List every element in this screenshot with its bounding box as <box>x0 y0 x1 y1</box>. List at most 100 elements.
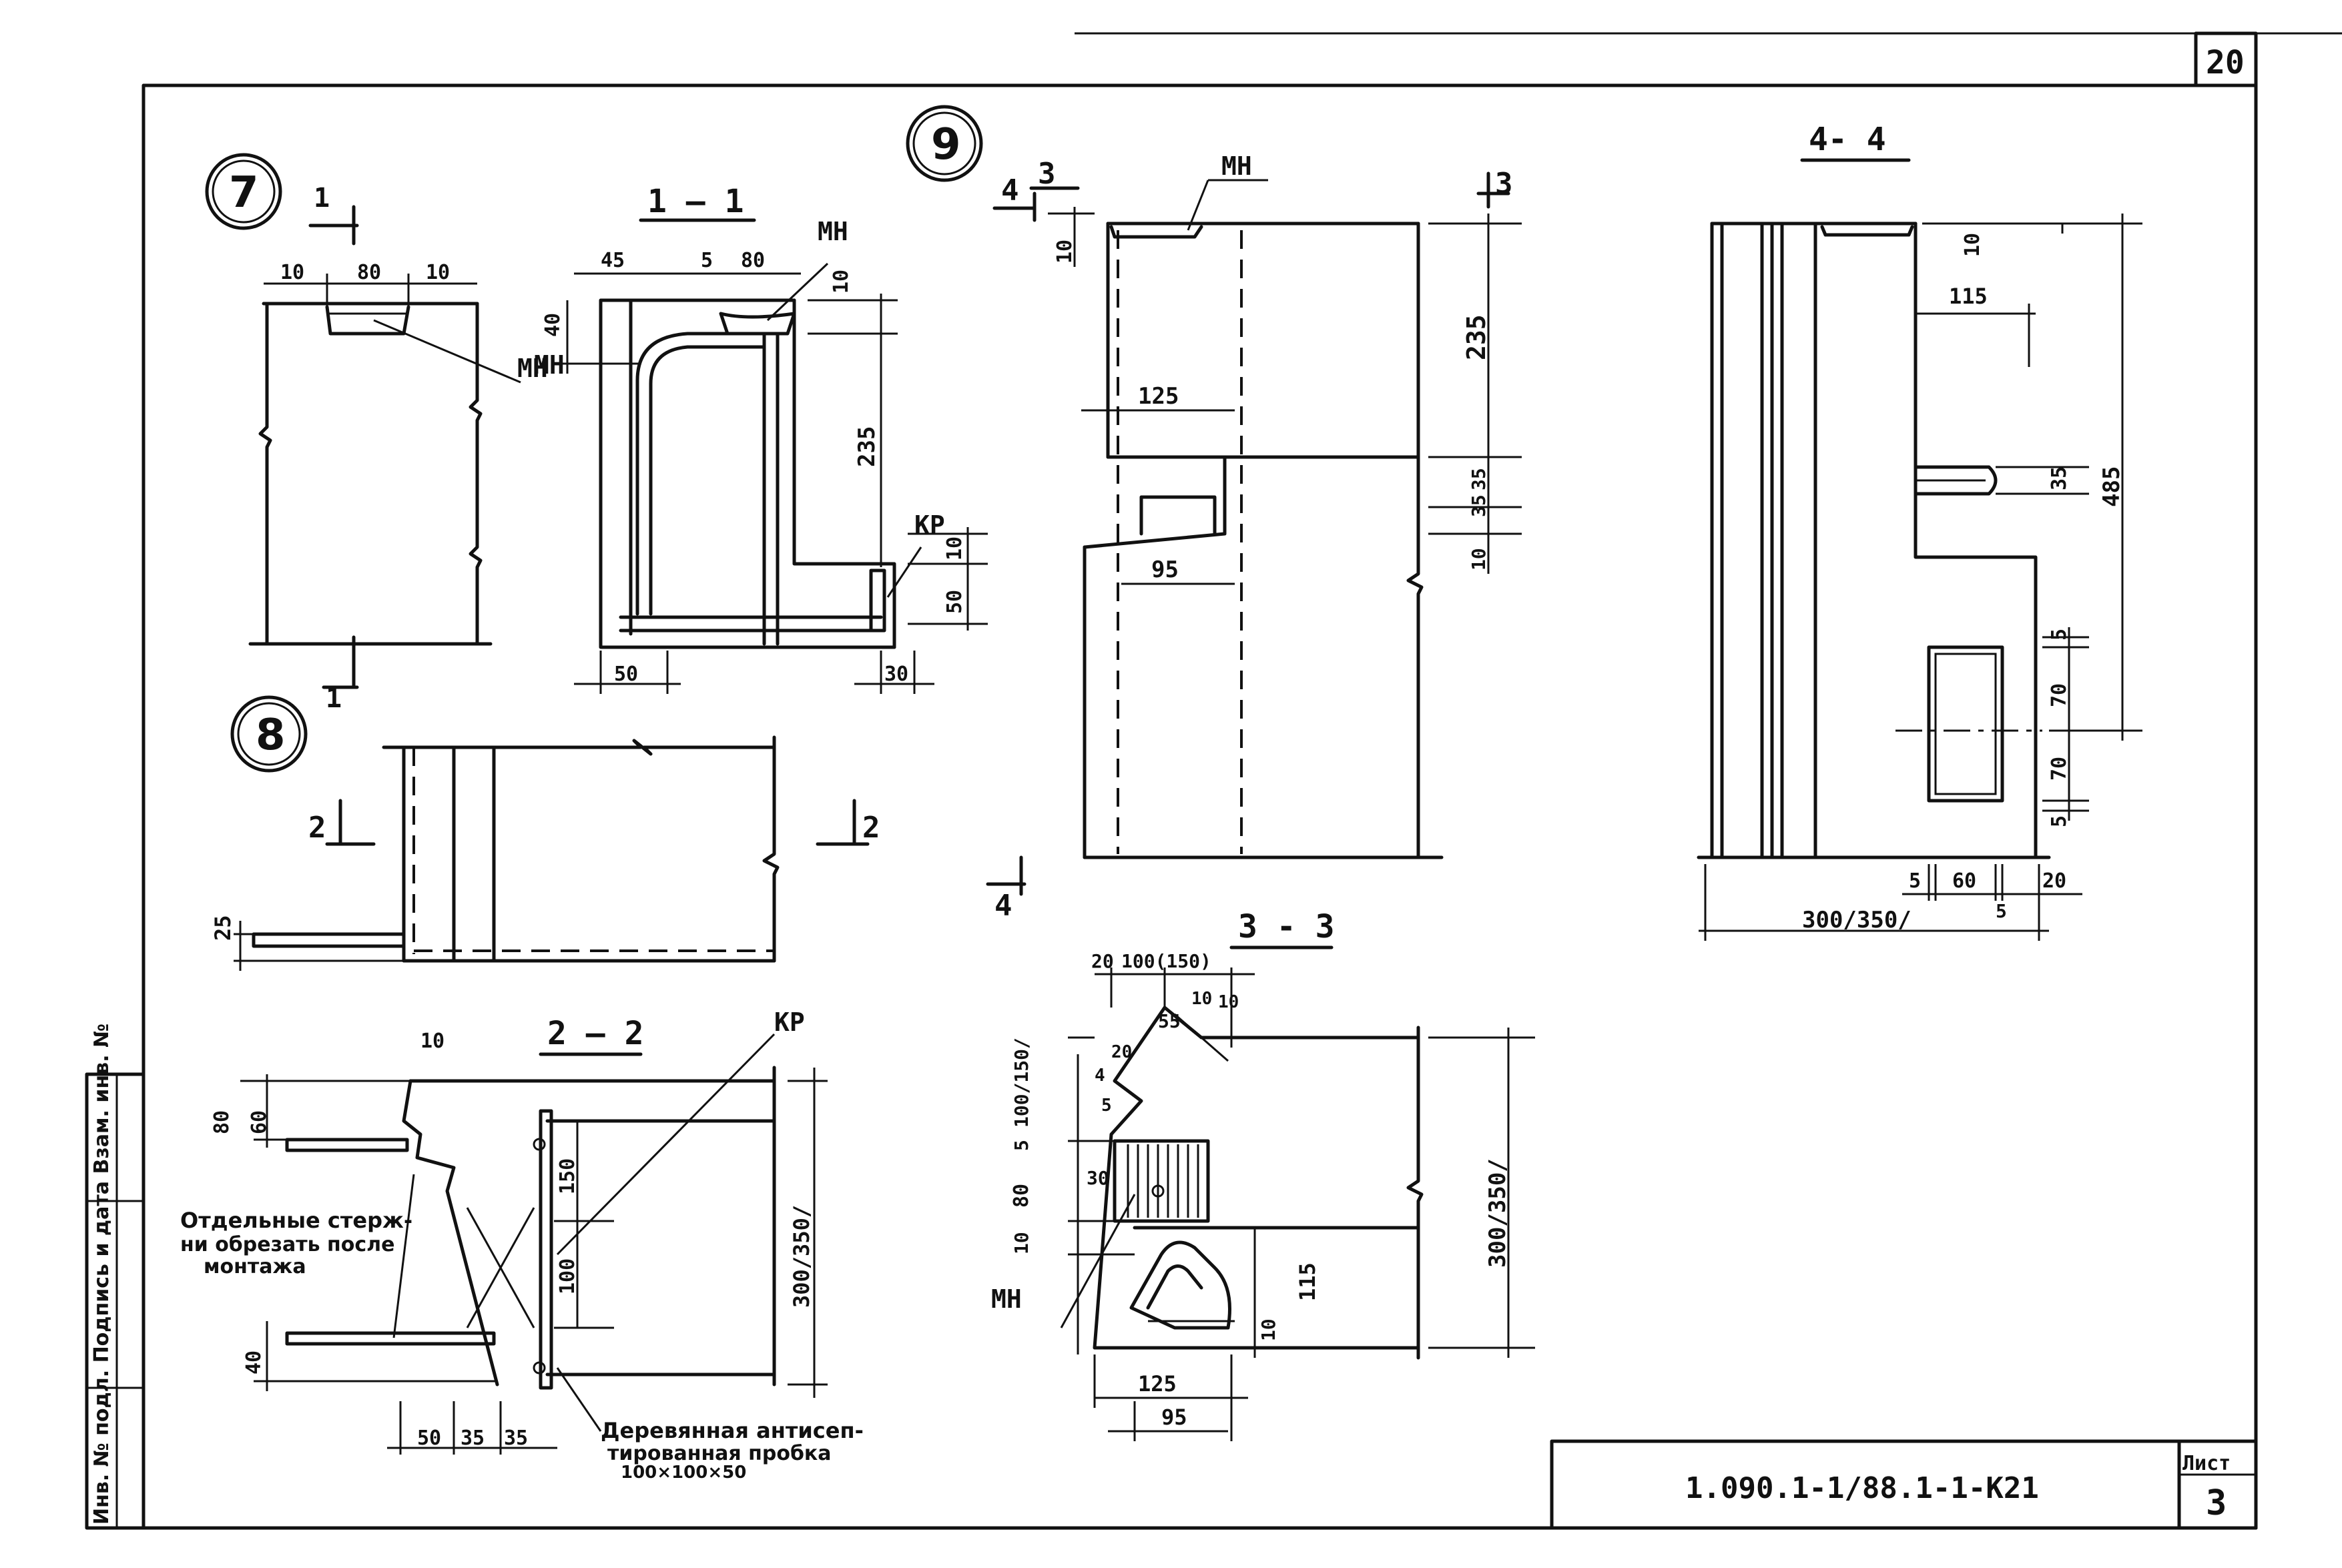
dim: 95 <box>1161 1405 1187 1430</box>
callout-7-number: 7 <box>229 168 259 218</box>
dim: 5 <box>1010 1140 1033 1151</box>
dim: 40 <box>242 1350 266 1375</box>
dim: 10 <box>830 270 853 294</box>
dim: 115 <box>1949 284 1988 309</box>
section-3-3 <box>1060 967 1535 1441</box>
section-2-2 <box>240 1033 828 1455</box>
dim: 5 <box>701 249 713 272</box>
dim: 10 <box>420 1030 445 1053</box>
dim: 10 <box>943 536 966 560</box>
dim: 35 <box>1468 468 1490 490</box>
cut-3-top-right: 3 <box>1495 167 1513 201</box>
detail-7-elevation <box>248 205 521 689</box>
dim: 45 <box>601 249 625 272</box>
cut-2-left: 2 <box>308 811 326 845</box>
callout-8 <box>230 695 308 773</box>
detail-8-plan <box>234 735 870 971</box>
dim: 485 <box>2098 466 2125 507</box>
dim: 35 <box>504 1427 528 1450</box>
section-1-1 <box>561 262 988 694</box>
dim: 10 <box>1961 233 1984 257</box>
dim: 35 <box>461 1427 485 1450</box>
dim: 10 <box>426 261 450 284</box>
dim: 10 <box>1191 989 1212 1009</box>
dim: 10 <box>280 261 304 284</box>
dim: 5 <box>2048 629 2071 641</box>
dim: 70 <box>2048 683 2071 707</box>
sheet-number: 3 <box>2206 1483 2227 1523</box>
cut-1-bottom: 1 <box>326 683 342 714</box>
sheet-label: Лист <box>2182 1452 2231 1475</box>
section-1-1-title: 1 — 1 <box>647 183 744 220</box>
svg-text:Деревянная антисеп-: Деревянная антисеп- <box>601 1418 864 1443</box>
label-kr: КР <box>914 510 945 540</box>
dim: 235 <box>1462 314 1491 360</box>
section-3-3-title: 3 - 3 <box>1238 908 1335 945</box>
svg-text:ни обрезать после: ни обрезать после <box>180 1233 395 1256</box>
dim: 50 <box>417 1427 441 1450</box>
section-4-4-title: 4- 4 <box>1809 121 1886 158</box>
cut-2-right: 2 <box>862 811 880 845</box>
label-mn: МН <box>991 1284 1022 1314</box>
dim: 20 <box>1111 1042 1132 1062</box>
dim: 10 <box>1053 240 1077 264</box>
sheet-frame <box>85 31 2342 1530</box>
dim: 35 <box>2048 466 2071 490</box>
cut-3-top-left: 3 <box>1038 157 1056 191</box>
svg-text:тированная пробка: тированная пробка <box>607 1442 832 1465</box>
note-wooden-plug: Деревянная антисеп- тированная пробка 10… <box>601 1418 864 1483</box>
label-kr: КР <box>774 1008 805 1037</box>
dim: 10 <box>1218 992 1239 1012</box>
dim: 125 <box>1138 1371 1177 1397</box>
dim: 60 <box>1952 869 1976 893</box>
dim: 40 <box>541 313 565 337</box>
dim: 60 <box>248 1110 271 1134</box>
svg-text:монтажа: монтажа <box>204 1255 306 1278</box>
cut-4-top: 4 <box>1001 173 1019 208</box>
document-code: 1.090.1-1/88.1-1-К21 <box>1685 1471 2039 1505</box>
cut-4-bottom: 4 <box>994 889 1012 923</box>
cut-1-top: 1 <box>314 183 330 214</box>
label-mn: МН <box>1221 151 1252 181</box>
dim: 10 <box>1468 548 1490 570</box>
sheet-page-number: 20 <box>2206 44 2245 81</box>
detail-9-elevation <box>986 171 1522 896</box>
dim: 5 <box>1101 1096 1112 1116</box>
dim: 20 <box>2042 869 2066 893</box>
section-2-2-title: 2 — 2 <box>547 1015 644 1052</box>
dim: 100/150/ <box>1010 1038 1033 1128</box>
dim: 5 <box>1909 869 1921 893</box>
svg-text:Отдельные стерж-: Отдельные стерж- <box>180 1208 412 1233</box>
dim: 10 <box>1010 1232 1033 1254</box>
dim: 300/350/ <box>1484 1158 1511 1268</box>
label-mn: МН <box>534 350 565 380</box>
dim: 80 <box>210 1110 234 1134</box>
callout-7 <box>205 153 282 230</box>
dim: 235 <box>854 426 880 467</box>
dim: 70 <box>2048 757 2071 781</box>
side-stamp: Инв. № подл. Подпись и дата Взам. инв. № <box>90 1024 113 1525</box>
dim: 115 <box>1295 1262 1320 1301</box>
dim: 125 <box>1138 383 1179 410</box>
dim: 5 <box>2048 815 2071 827</box>
callout-8-number: 8 <box>256 711 286 760</box>
dim: 150 <box>556 1158 579 1194</box>
dim: 30 <box>884 663 908 686</box>
dim: 80 <box>357 261 381 284</box>
svg-text:100×100×50: 100×100×50 <box>621 1463 746 1483</box>
dim: 50 <box>614 663 638 686</box>
dim: 20 <box>1091 950 1114 972</box>
dim: 100(150) <box>1121 950 1211 972</box>
dim: 300/350/ <box>789 1205 814 1308</box>
dim: 35 <box>1468 494 1490 517</box>
dim: 25 <box>210 915 236 941</box>
dim: 300/350/ <box>1802 907 1912 933</box>
dim: 30 <box>1087 1167 1109 1189</box>
callout-9-number: 9 <box>931 120 961 169</box>
note-cut-bars: Отдельные стерж- ни обрезать после монта… <box>180 1208 412 1278</box>
dim: 50 <box>943 590 966 614</box>
dim: 10 <box>1257 1318 1279 1341</box>
dim: 80 <box>1010 1184 1033 1208</box>
dim: 5 <box>1996 900 2007 922</box>
